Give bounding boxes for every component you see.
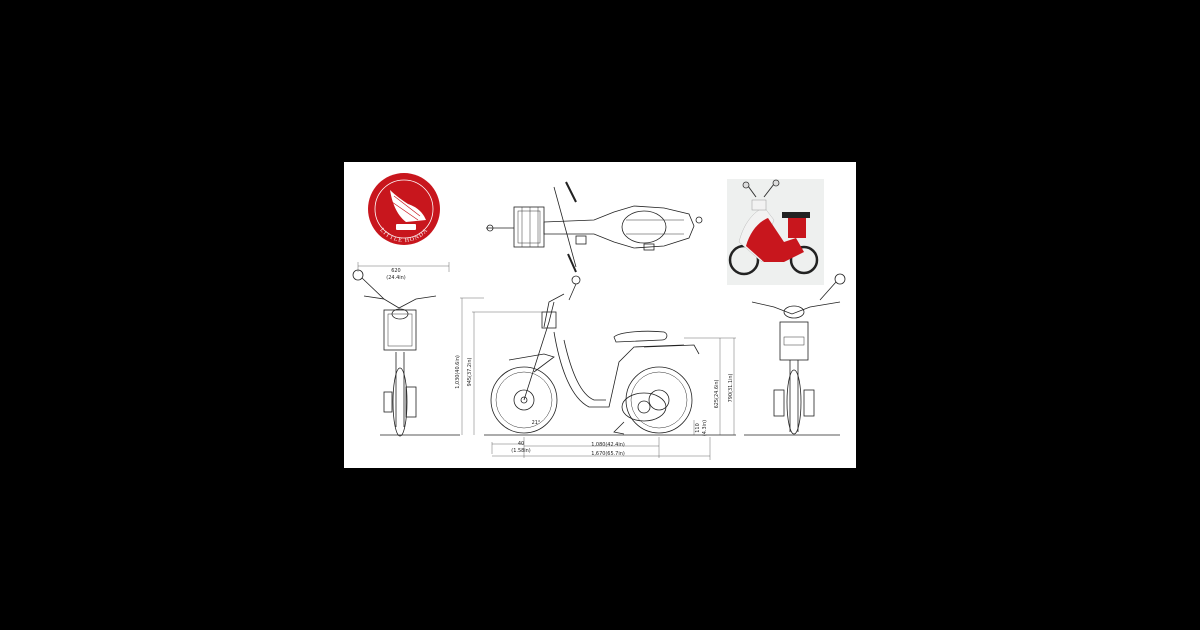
front-view-drawing — [352, 269, 437, 437]
technical-drawing: LITTLE HONDA — [352, 173, 846, 460]
angle-label: 21° — [532, 420, 541, 426]
side-view-drawing — [490, 275, 700, 435]
offset-label: 40 — [518, 441, 524, 447]
front-width-in-label: (24.4in) — [386, 275, 405, 281]
seat-height-label: 790(31.1in) — [728, 374, 734, 403]
little-honda-logo: LITTLE HONDA — [368, 173, 440, 245]
carrier-height-label: 625(24.6in) — [714, 380, 720, 409]
overall-height-label: 1,030(40.6in) — [455, 355, 461, 389]
red-and-white-moped-photo — [727, 179, 824, 285]
spec-sheet: LITTLE HONDA — [344, 162, 856, 468]
overall-length-label: 1,670(65.7in) — [591, 451, 625, 457]
rear-view-drawing — [751, 273, 846, 435]
wheelbase-label: 1,080(42.4in) — [591, 442, 625, 448]
offset-in-label: (1.58in) — [511, 448, 530, 454]
ground-clearance-in-label: (4.3in) — [702, 420, 708, 436]
dimension-lines — [357, 262, 736, 460]
mirror-height-label: 945(37.2in) — [467, 358, 473, 387]
ground-clearance-label: 110 — [695, 423, 701, 432]
front-width-label: 620 — [391, 268, 400, 274]
top-view-drawing — [486, 181, 703, 273]
